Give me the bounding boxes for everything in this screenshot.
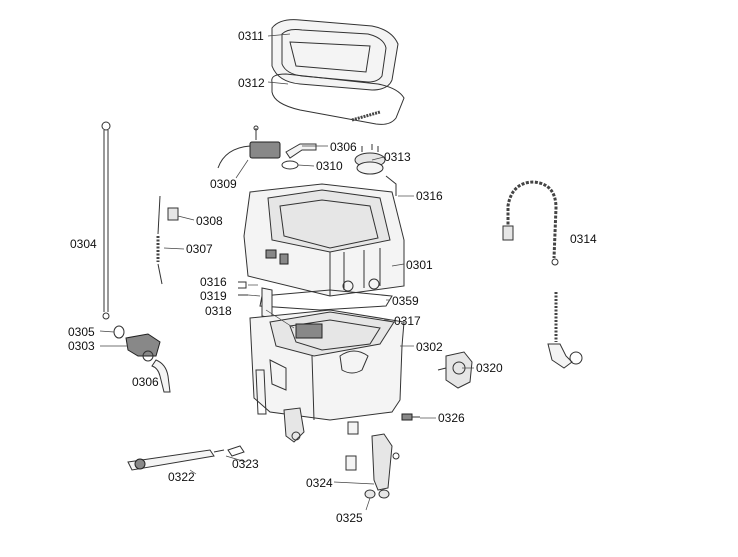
label-0313: 0313 — [384, 150, 411, 164]
label-0326: 0326 — [438, 411, 465, 425]
part-0325-foot — [364, 489, 390, 499]
part-0312-gasket — [271, 73, 405, 125]
label-0312: 0312 — [238, 76, 265, 90]
label-0305: 0305 — [68, 325, 95, 339]
label-0304: 0304 — [70, 237, 97, 251]
part-0311-top-frame — [271, 19, 399, 91]
part-0316-tube-middle — [238, 281, 247, 289]
part-0302-tub-body — [249, 309, 405, 443]
label-0319: 0319 — [200, 289, 227, 303]
part-0316-tube-top — [385, 175, 397, 196]
label-0316-top: 0316 — [416, 189, 443, 203]
part-0310-washer — [281, 160, 299, 170]
part-0314-drain-hose — [502, 180, 583, 369]
part-0320-pump — [437, 351, 473, 389]
label-0316-middle: 0316 — [200, 275, 227, 289]
label-0306-bottom: 0306 — [132, 375, 159, 389]
part-0308-clip — [167, 207, 179, 221]
label-0311: 0311 — [238, 29, 264, 43]
label-0324: 0324 — [306, 476, 333, 490]
label-0322: 0322 — [168, 470, 195, 484]
part-0303-inlet-valve — [125, 333, 161, 362]
part-0324-leg — [345, 421, 400, 491]
part-0309-wiring-switch — [217, 125, 281, 169]
label-0309: 0309 — [210, 177, 237, 191]
part-0318-rail — [261, 287, 273, 319]
label-0307: 0307 — [186, 242, 213, 256]
label-0320: 0320 — [476, 361, 503, 375]
label-0301: 0301 — [406, 258, 433, 272]
part-0322-heater — [127, 449, 225, 471]
part-0306-hose-small — [285, 143, 317, 159]
part-0305-ring — [113, 325, 125, 339]
part-0304-rod — [101, 121, 111, 320]
part-0313-pressure-switch — [354, 144, 386, 175]
label-0303: 0303 — [68, 339, 95, 353]
label-0317: 0317 — [394, 314, 421, 328]
part-0359-frame — [259, 289, 393, 311]
label-0325: 0325 — [336, 511, 363, 525]
part-0323-bracket — [227, 445, 245, 457]
part-0301-top-cover — [243, 183, 405, 297]
part-0306-hose-bottom — [151, 359, 171, 393]
leader-lines — [99, 33, 474, 511]
label-0310: 0310 — [316, 159, 343, 173]
label-0323: 0323 — [232, 457, 259, 471]
label-0302: 0302 — [416, 340, 443, 354]
part-0326-screw — [401, 413, 420, 421]
label-0318: 0318 — [205, 304, 232, 318]
part-0307-spring — [156, 195, 163, 285]
label-0314: 0314 — [570, 232, 597, 246]
label-0359: 0359 — [392, 294, 419, 308]
label-0308: 0308 — [196, 214, 223, 228]
label-0306-top: 0306 — [330, 140, 357, 154]
